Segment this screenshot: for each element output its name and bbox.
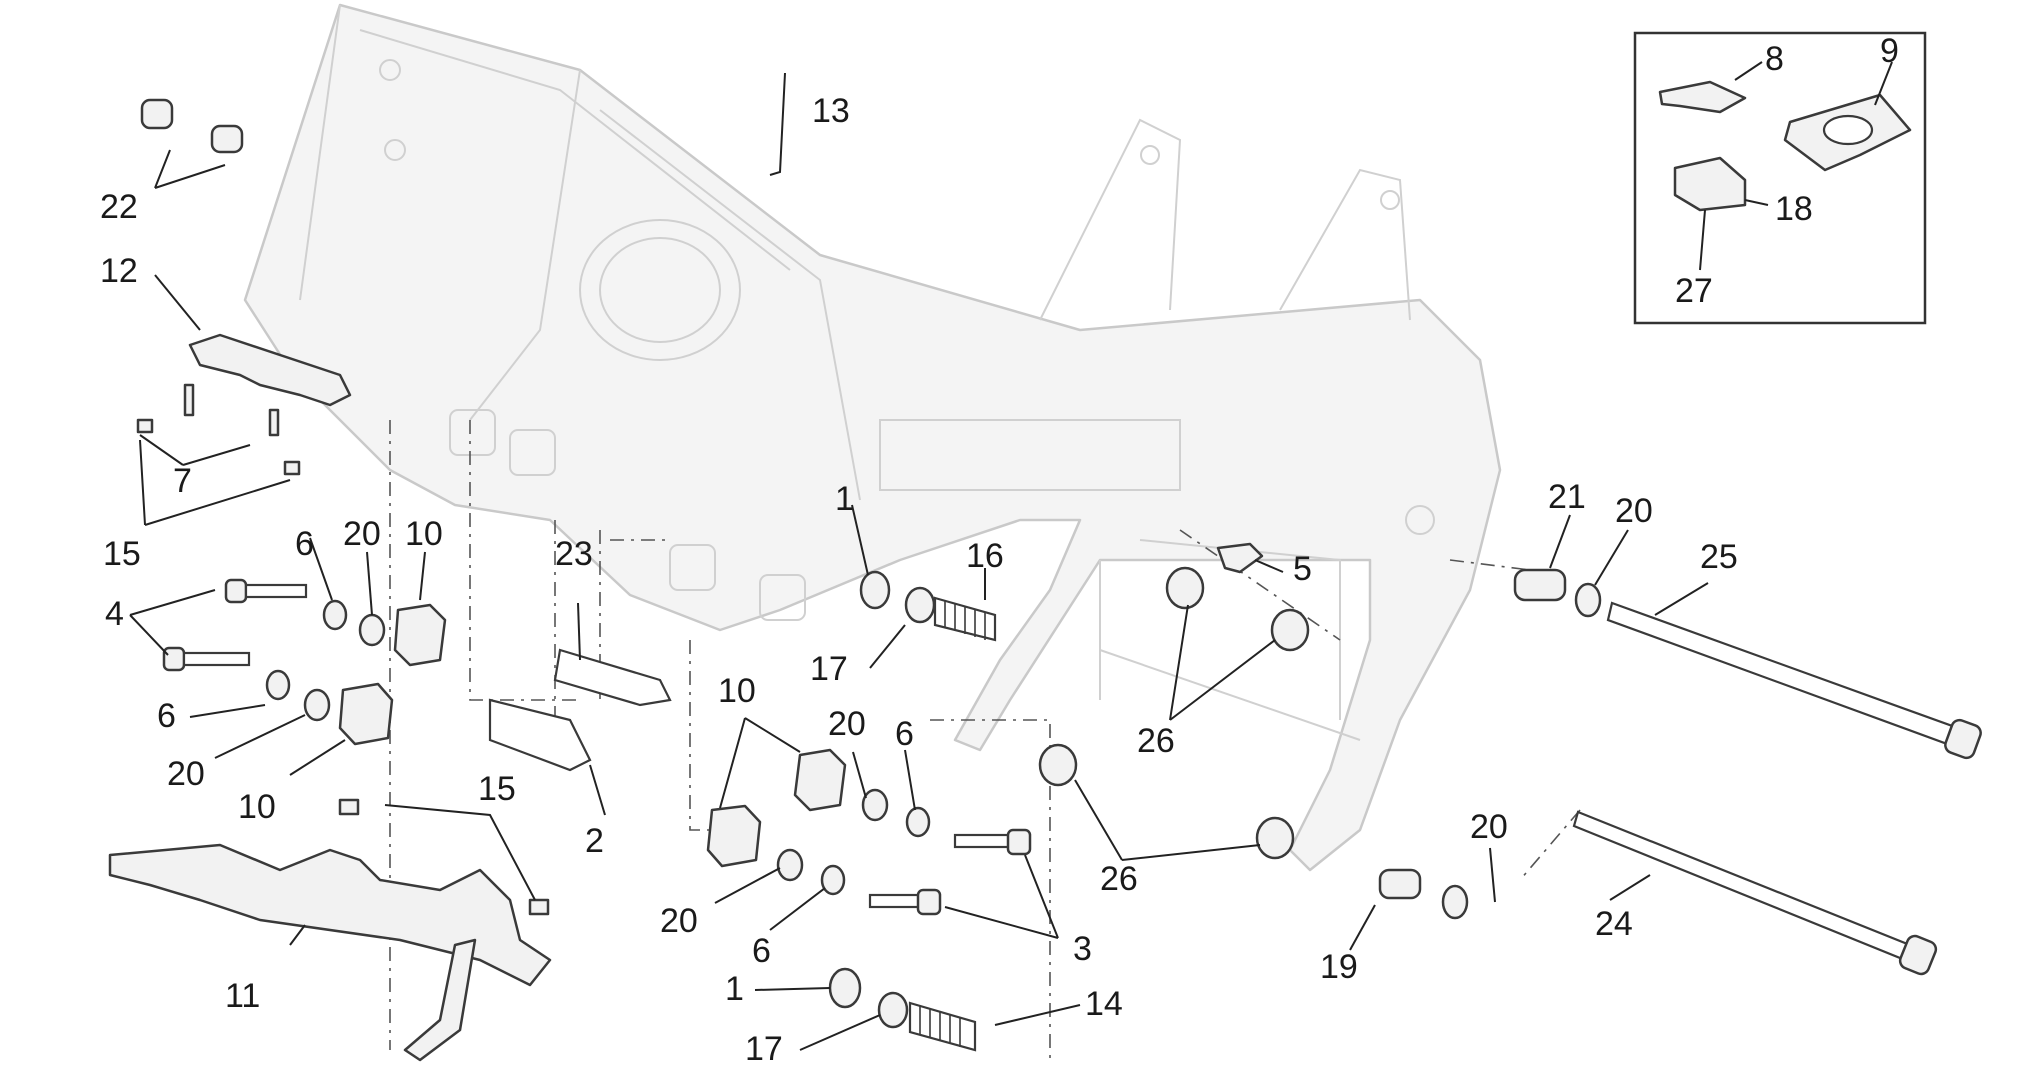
leader-lines (129, 61, 1893, 1051)
nut-part-17a (904, 586, 936, 624)
washer-part-20e (1574, 582, 1602, 618)
callout-2: 2 (585, 822, 604, 860)
screw-part-7 (183, 383, 280, 437)
callout-13: 13 (812, 92, 850, 130)
washer-part-20d (776, 848, 804, 882)
washer-part-6b (265, 669, 291, 701)
clip-part-8 (1658, 80, 1747, 114)
washer-part-20a (358, 613, 386, 647)
callout-1-upper: 1 (835, 480, 854, 518)
washer-part-20b (303, 688, 331, 722)
callout-1-lower: 1 (725, 970, 744, 1008)
callout-12: 12 (100, 252, 138, 290)
bushing-part-1b (828, 967, 862, 1009)
callout-6-lower-left: 6 (157, 697, 176, 735)
callout-22: 22 (100, 188, 138, 226)
callout-21: 21 (1548, 478, 1586, 516)
bushing-part-26b (1270, 608, 1310, 652)
bracket-part-11 (108, 843, 552, 987)
assembly-lines (389, 420, 1581, 1060)
callout-18: 18 (1775, 190, 1813, 228)
callout-15-upper: 15 (103, 535, 141, 573)
bushing-part-26a (1165, 566, 1205, 610)
block-part-10c (793, 748, 847, 812)
bracket-part-12 (188, 333, 352, 407)
callout-5: 5 (1293, 550, 1312, 588)
pin-part-2 (488, 698, 592, 772)
callout-20-right-lower: 20 (1470, 808, 1508, 846)
callout-4: 4 (105, 595, 124, 633)
callout-6-middle-lower: 6 (752, 932, 771, 970)
callout-3: 3 (1073, 930, 1092, 968)
main-frame (243, 3, 1502, 872)
washer-part-20f (1441, 884, 1469, 920)
callout-17-lower: 17 (745, 1030, 783, 1067)
callout-20-middle-lower: 20 (660, 902, 698, 940)
screw-part-15b (338, 798, 550, 916)
callout-10-middle: 10 (718, 672, 756, 710)
spacer-part-21 (1513, 568, 1567, 602)
callout-26-upper: 26 (1137, 722, 1175, 760)
callout-17-upper: 17 (810, 650, 848, 688)
bolt-part-4 (162, 578, 308, 672)
callout-24: 24 (1595, 905, 1633, 943)
adjuster-part-14 (908, 1001, 977, 1052)
callout-10-upper-left: 10 (405, 515, 443, 553)
callout-8: 8 (1765, 40, 1784, 78)
clip-part-5 (1216, 542, 1264, 574)
callout-15-lower: 15 (478, 770, 516, 808)
adjuster-part-16 (933, 596, 997, 642)
block-part-10a (393, 603, 447, 667)
block-part-10d (706, 804, 762, 868)
callout-labels: 22 12 7 15 4 6 20 10 6 20 10 23 2 15 11 … (100, 32, 1899, 1067)
callout-7: 7 (173, 462, 192, 500)
block-part-10b (338, 682, 394, 746)
bolt-part-3 (868, 828, 1032, 916)
callout-6-upper-left: 6 (295, 525, 314, 563)
callout-20-middle-upper: 20 (828, 705, 866, 743)
callout-19: 19 (1320, 948, 1358, 986)
screw-part-15a (136, 418, 301, 476)
callout-20-right-upper: 20 (1615, 492, 1653, 530)
nut-part-17b (877, 991, 909, 1029)
insert-part-18 (1673, 156, 1747, 212)
callout-20-upper-left: 20 (343, 515, 381, 553)
callout-16: 16 (966, 537, 1004, 575)
callout-9: 9 (1880, 32, 1899, 70)
parts (108, 80, 1982, 1062)
callout-27: 27 (1675, 272, 1713, 310)
bushing-part-26c (1038, 743, 1078, 787)
bolt-part-25 (1606, 601, 1982, 760)
clip-part-22 (140, 98, 244, 154)
bolt-part-24 (1572, 810, 1938, 976)
washer-part-6d (820, 864, 846, 896)
callout-6-middle-upper: 6 (895, 715, 914, 753)
inset-box (1633, 31, 1927, 325)
washer-part-6c (905, 806, 931, 838)
washer-part-20c (861, 788, 889, 822)
callout-23: 23 (555, 535, 593, 573)
washer-part-6a (322, 599, 348, 631)
callout-14: 14 (1085, 985, 1123, 1023)
callout-25: 25 (1700, 538, 1738, 576)
callout-20-lower-left: 20 (167, 755, 205, 793)
spacer-part-19 (1378, 868, 1422, 900)
bracket-part-11-leg (403, 938, 477, 1062)
callout-11: 11 (225, 977, 260, 1015)
bushing-part-26d (1255, 816, 1295, 860)
plate-part-23 (553, 648, 672, 707)
callout-26-lower: 26 (1100, 860, 1138, 898)
bushing-part-1a (859, 570, 891, 610)
callout-10-lower-left: 10 (238, 788, 276, 826)
